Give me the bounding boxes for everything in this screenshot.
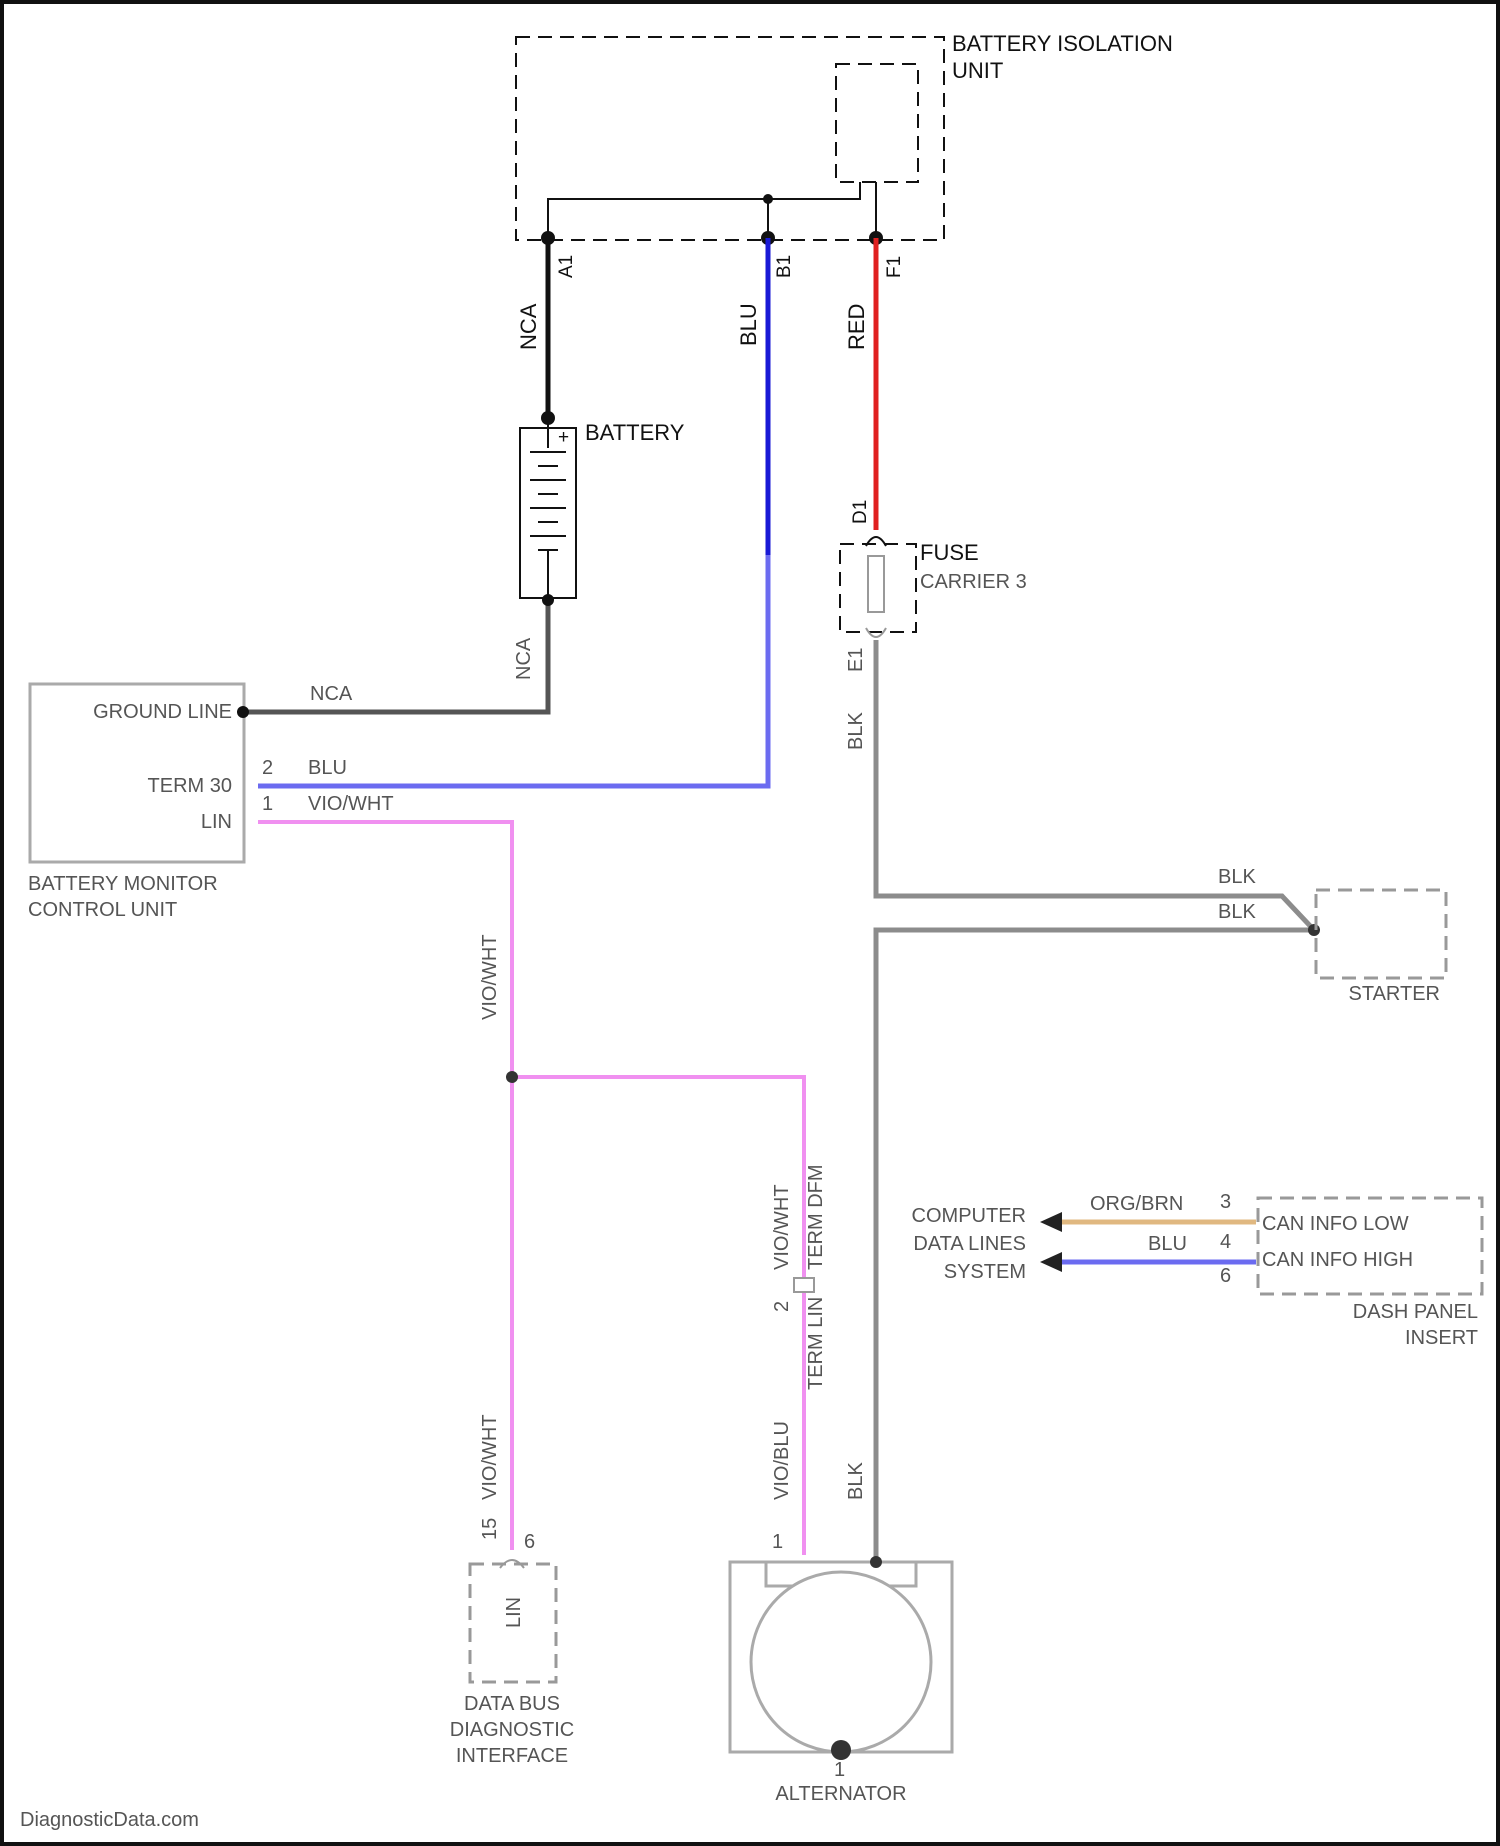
isolation-unit-label-2: UNIT bbox=[952, 58, 1003, 83]
wire-label-vio-wht-alt: VIO/WHT bbox=[771, 1184, 793, 1270]
pin-label-b1: B1 bbox=[774, 255, 795, 278]
wire-label-red: RED bbox=[844, 304, 869, 350]
isolation-unit-internal-wiring bbox=[548, 182, 876, 238]
data-bus-pin-lin: LIN bbox=[503, 1597, 525, 1628]
wire-label-vio-wht-vertical: VIO/WHT bbox=[479, 934, 501, 1020]
bm-pin-term30: TERM 30 bbox=[148, 775, 232, 797]
term-lin-label: TERM LIN bbox=[805, 1297, 827, 1390]
data-bus-label-1: DATA BUS bbox=[464, 1693, 560, 1715]
data-bus-label-3: INTERFACE bbox=[456, 1745, 568, 1767]
computer-data-label-1: COMPUTER bbox=[912, 1205, 1026, 1227]
internal-splice bbox=[763, 194, 773, 204]
isolation-relay-outline bbox=[836, 64, 918, 182]
starter[interactable]: STARTER bbox=[1316, 890, 1446, 1005]
bm-pin-2-num: 2 bbox=[262, 757, 273, 779]
data-bus-pin-15-num: 15 bbox=[479, 1518, 501, 1540]
computer-data-lines-system[interactable]: COMPUTER DATA LINES SYSTEM bbox=[912, 1205, 1026, 1283]
wire-nca-ground[interactable] bbox=[243, 600, 548, 712]
dash-pin-can-low: CAN INFO LOW bbox=[1262, 1213, 1409, 1235]
watermark: DiagnosticData.com bbox=[20, 1809, 199, 1831]
battery-monitor-label-1: BATTERY MONITOR bbox=[28, 873, 218, 895]
data-bus-label-2: DIAGNOSTIC bbox=[450, 1719, 574, 1741]
isolation-unit-label-1: BATTERY ISOLATION bbox=[952, 31, 1173, 56]
battery-label: BATTERY bbox=[585, 420, 685, 445]
battery[interactable]: + BATTERY bbox=[520, 418, 685, 600]
pin-label-d1: D1 bbox=[850, 500, 871, 524]
wire-label-blu-top: BLU bbox=[736, 303, 761, 346]
pin-label-f1: F1 bbox=[884, 256, 905, 278]
fuse-carrier-label-2: CARRIER 3 bbox=[920, 571, 1027, 593]
alternator-ground-terminal[interactable] bbox=[831, 1740, 851, 1760]
wire-label-org-brn: ORG/BRN bbox=[1090, 1193, 1183, 1215]
wire-label-blu-term30: BLU bbox=[308, 757, 347, 779]
alternator-label: ALTERNATOR bbox=[775, 1783, 906, 1805]
wire-label-blk-alt: BLK bbox=[845, 1462, 867, 1500]
can-high-arrow-icon bbox=[1040, 1252, 1062, 1272]
pin-label-a1: A1 bbox=[556, 255, 577, 278]
wire-vio-lin-alternator[interactable] bbox=[512, 1077, 804, 1555]
wire-vio-wht-lin[interactable] bbox=[258, 822, 512, 1550]
lin-splice bbox=[506, 1071, 518, 1083]
pin-label-e1: E1 bbox=[845, 648, 867, 672]
wire-label-vio-blu: VIO/BLU bbox=[771, 1421, 793, 1500]
wire-label-vio-wht-bm: VIO/WHT bbox=[308, 793, 394, 815]
wire-label-blk-fuse: BLK bbox=[845, 712, 867, 750]
computer-data-label-2: DATA LINES bbox=[913, 1233, 1026, 1255]
fuse-carrier-label-1: FUSE bbox=[920, 540, 979, 565]
alternator-inline-connector[interactable] bbox=[794, 1278, 814, 1292]
dash-pin-6-num: 6 bbox=[1220, 1265, 1231, 1287]
wire-label-nca-top: NCA bbox=[516, 303, 541, 350]
wire-label-blu-can: BLU bbox=[1148, 1233, 1187, 1255]
dash-pin-4-num: 4 bbox=[1220, 1231, 1231, 1253]
dash-pin-can-high: CAN INFO HIGH bbox=[1262, 1249, 1413, 1271]
wire-label-blk-lower: BLK bbox=[1218, 901, 1256, 923]
starter-outline bbox=[1316, 890, 1446, 978]
fuse-carrier[interactable]: FUSE CARRIER 3 bbox=[840, 537, 1027, 637]
battery-negative-terminal[interactable] bbox=[542, 594, 554, 606]
bm-pin-lin: LIN bbox=[201, 811, 232, 833]
starter-terminal[interactable] bbox=[1308, 924, 1320, 936]
dash-panel-insert[interactable]: CAN INFO LOW CAN INFO HIGH DASH PANEL IN… bbox=[1258, 1198, 1482, 1349]
dash-panel-label-2: INSERT bbox=[1405, 1327, 1478, 1349]
alt-pin-1-label: 1 bbox=[772, 1531, 783, 1553]
battery-plus-sign: + bbox=[558, 427, 569, 448]
bm-pin-ground-line: GROUND LINE bbox=[93, 701, 232, 723]
bm-ground-terminal[interactable] bbox=[237, 706, 249, 718]
fuse-element bbox=[868, 556, 884, 612]
wire-label-blk-upper: BLK bbox=[1218, 866, 1256, 888]
battery-monitor-control-unit[interactable]: GROUND LINE TERM 30 LIN BATTERY MONITOR … bbox=[28, 684, 244, 921]
data-bus-pin-6-num: 6 bbox=[524, 1531, 535, 1553]
starter-label: STARTER bbox=[1349, 983, 1441, 1005]
wire-label-vio-wht-databus: VIO/WHT bbox=[479, 1414, 501, 1500]
bm-pin-1-num: 1 bbox=[262, 793, 273, 815]
computer-data-label-3: SYSTEM bbox=[944, 1261, 1026, 1283]
data-bus-diagnostic-interface[interactable]: LIN DATA BUS DIAGNOSTIC INTERFACE bbox=[450, 1560, 574, 1767]
dash-panel-label-1: DASH PANEL bbox=[1353, 1301, 1478, 1323]
alternator-rotor-icon bbox=[751, 1572, 931, 1752]
alternator-b-plus-terminal[interactable] bbox=[870, 1556, 882, 1568]
alternator-bottom-pin-num: 1 bbox=[834, 1759, 845, 1781]
alt-pin-2-label: 2 bbox=[771, 1301, 793, 1312]
data-bus-pin-terminal bbox=[500, 1560, 524, 1568]
wire-label-nca-lower: NCA bbox=[513, 637, 535, 680]
isolation-unit-outline bbox=[516, 37, 944, 240]
battery-monitor-label-2: CONTROL UNIT bbox=[28, 899, 177, 921]
battery-positive-terminal[interactable] bbox=[541, 411, 555, 425]
fuse-carrier-outline bbox=[840, 544, 916, 632]
dash-pin-3-num: 3 bbox=[1220, 1191, 1231, 1213]
term-dfm-label: TERM DFM bbox=[805, 1164, 827, 1270]
can-low-arrow-icon bbox=[1040, 1212, 1062, 1232]
battery-isolation-unit[interactable]: BATTERY ISOLATION UNIT bbox=[516, 31, 1173, 240]
wire-label-nca-ground: NCA bbox=[310, 683, 353, 705]
